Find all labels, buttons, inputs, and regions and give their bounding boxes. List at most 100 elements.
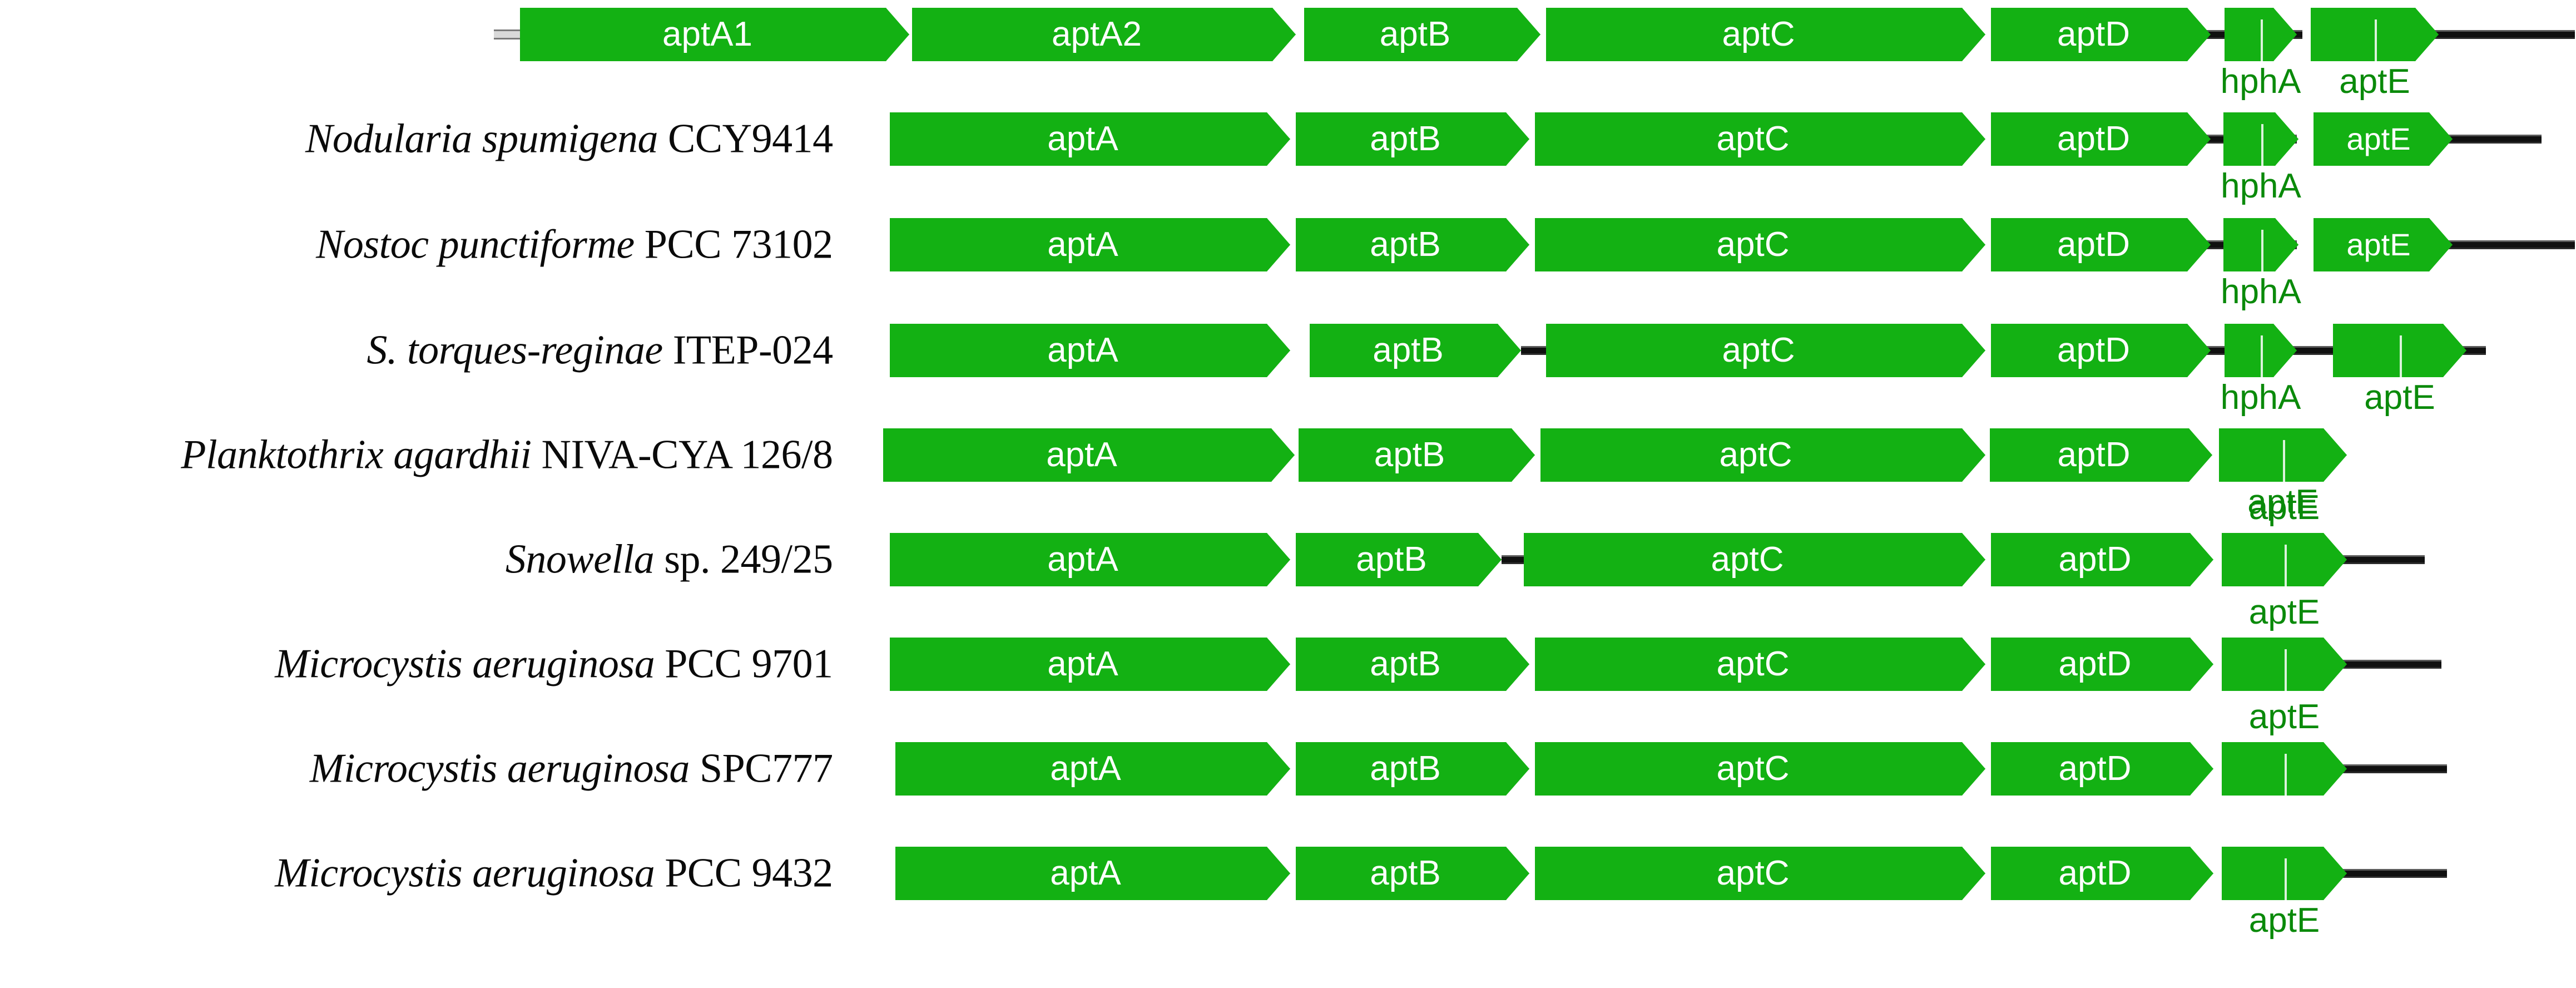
gene-arrow[interactable] <box>2225 8 2297 61</box>
gene-center-tick <box>2261 19 2263 61</box>
species-genus: Nodularia spumigena <box>305 116 668 162</box>
gene-label: aptC <box>1716 120 1790 158</box>
gene-arrow[interactable]: aptB <box>1296 112 1529 166</box>
gene-label: aptA <box>1047 331 1118 369</box>
gene-arrow[interactable]: aptA <box>895 742 1290 796</box>
species-strain: CCY9414 <box>667 116 833 162</box>
gene-caption: hphA <box>2221 273 2301 311</box>
gene-label: aptD <box>2058 645 2132 683</box>
gene-arrow[interactable]: aptA <box>895 847 1290 900</box>
species-genus: Microcystis aeruginosa <box>309 745 700 792</box>
gene-arrow[interactable]: aptB <box>1299 428 1535 482</box>
gene-arrow[interactable]: aptB <box>1310 324 1521 377</box>
gene-label: aptB <box>1370 120 1441 158</box>
gene-arrow[interactable] <box>2219 428 2347 482</box>
gene-label: aptB <box>1374 436 1445 474</box>
gene-label: aptC <box>1722 331 1795 369</box>
dna-backbone <box>2430 240 2575 249</box>
gene-arrow[interactable] <box>2223 112 2298 166</box>
gene-label: aptE <box>2346 121 2411 156</box>
species-genus: Planktothrix agardhii <box>181 432 542 478</box>
gene-label: aptB <box>1370 645 1441 683</box>
species-strain: NIVA-CYA 126/8 <box>541 432 834 478</box>
gene-arrow[interactable]: aptC <box>1546 8 1985 61</box>
gene-arrow[interactable]: aptB <box>1304 8 1540 61</box>
species-genus: Snowella <box>505 536 665 582</box>
gene-arrow[interactable]: aptD <box>1991 324 2211 377</box>
dna-backbone <box>1521 346 1549 355</box>
gene-center-tick <box>2261 230 2263 271</box>
species-strain: PCC 9701 <box>665 641 833 687</box>
gene-label: aptD <box>2057 225 2130 264</box>
gene-arrow[interactable]: aptB <box>1296 638 1529 691</box>
gene-arrow[interactable]: aptC <box>1535 847 1985 900</box>
species-strain: PCC 9432 <box>665 850 833 896</box>
gene-arrow[interactable] <box>2222 847 2347 900</box>
gene-label: aptA <box>1046 436 1117 474</box>
gene-arrow[interactable]: aptA <box>890 638 1290 691</box>
gene-arrow[interactable]: aptB <box>1296 218 1529 271</box>
gene-label: aptC <box>1716 854 1790 892</box>
gene-arrow[interactable]: aptC <box>1540 428 1985 482</box>
gene-arrow[interactable]: aptE <box>2314 218 2453 271</box>
gene-arrow[interactable]: aptC <box>1535 112 1985 166</box>
gene-arrow[interactable]: aptA <box>890 533 1290 586</box>
dna-backbone <box>1502 555 1524 564</box>
gene-label: aptB <box>1373 331 1444 369</box>
species-label: Nostoc punctiforme PCC 73102 <box>316 221 833 269</box>
gene-arrow[interactable] <box>2223 218 2298 271</box>
species-label: Snowella sp. 249/25 <box>506 536 833 584</box>
gene-arrow[interactable]: aptD <box>1991 8 2211 61</box>
species-label: Microcystis aeruginosa SPC777 <box>310 745 833 793</box>
gene-caption: hphA <box>2220 378 2301 417</box>
gene-arrow[interactable]: aptC <box>1535 638 1985 691</box>
gene-arrow[interactable]: aptC <box>1535 218 1985 271</box>
gene-caption: hphA <box>2220 62 2301 101</box>
gene-arrow[interactable]: aptD <box>1991 533 2213 586</box>
gene-arrow[interactable]: aptD <box>1991 112 2211 166</box>
gene-arrow[interactable] <box>2333 324 2466 377</box>
gene-arrow[interactable] <box>2222 638 2347 691</box>
gene-arrow[interactable]: aptE <box>2314 112 2453 166</box>
gene-arrow[interactable]: aptB <box>1296 533 1502 586</box>
species-genus: S. torques-reginae <box>366 327 673 373</box>
gene-label: aptD <box>2057 15 2130 53</box>
gene-arrow[interactable]: aptC <box>1535 742 1985 796</box>
gene-arrow[interactable]: aptA <box>890 112 1290 166</box>
gene-label: aptB <box>1370 749 1441 788</box>
gene-caption: aptE <box>2339 62 2410 101</box>
gene-arrow[interactable]: aptA <box>883 428 1295 482</box>
gene-label: aptA <box>1047 225 1118 264</box>
gene-caption: aptE <box>2247 483 2319 521</box>
gene-caption: aptE <box>2364 378 2435 417</box>
gene-arrow[interactable]: aptD <box>1991 638 2213 691</box>
gene-arrow[interactable]: aptA2 <box>912 8 1296 61</box>
gene-arrow[interactable] <box>2222 533 2347 586</box>
gene-arrow[interactable]: aptC <box>1524 533 1985 586</box>
gene-caption: aptE <box>2248 593 2320 631</box>
gene-arrow[interactable]: aptB <box>1296 847 1529 900</box>
gene-arrow[interactable]: aptD <box>1991 218 2211 271</box>
gene-arrow[interactable]: aptC <box>1546 324 1985 377</box>
gene-center-tick <box>2261 335 2263 377</box>
gene-label: aptC <box>1722 15 1795 53</box>
gene-label: aptD <box>2058 854 2132 892</box>
gene-arrow[interactable]: aptD <box>1991 847 2213 900</box>
species-label: S. torques-reginae ITEP-024 <box>366 327 834 374</box>
gene-arrow[interactable]: aptD <box>1991 742 2213 796</box>
gene-arrow[interactable]: aptB <box>1296 742 1529 796</box>
gene-arrow[interactable] <box>2222 742 2347 796</box>
gene-center-tick <box>2283 440 2285 482</box>
gene-label: aptD <box>2057 436 2131 474</box>
gene-center-tick <box>2285 858 2287 900</box>
gene-arrow[interactable] <box>2311 8 2439 61</box>
gene-arrow[interactable] <box>2225 324 2297 377</box>
gene-label: aptB <box>1370 225 1441 264</box>
gene-arrow[interactable]: aptA <box>890 218 1290 271</box>
gene-label: aptA <box>1047 120 1118 158</box>
gene-arrow[interactable]: aptA1 <box>520 8 909 61</box>
dna-backbone <box>2291 346 2341 355</box>
gene-arrow[interactable]: aptA <box>890 324 1290 377</box>
gene-arrow[interactable]: aptD <box>1990 428 2212 482</box>
gene-label: aptB <box>1370 854 1441 892</box>
